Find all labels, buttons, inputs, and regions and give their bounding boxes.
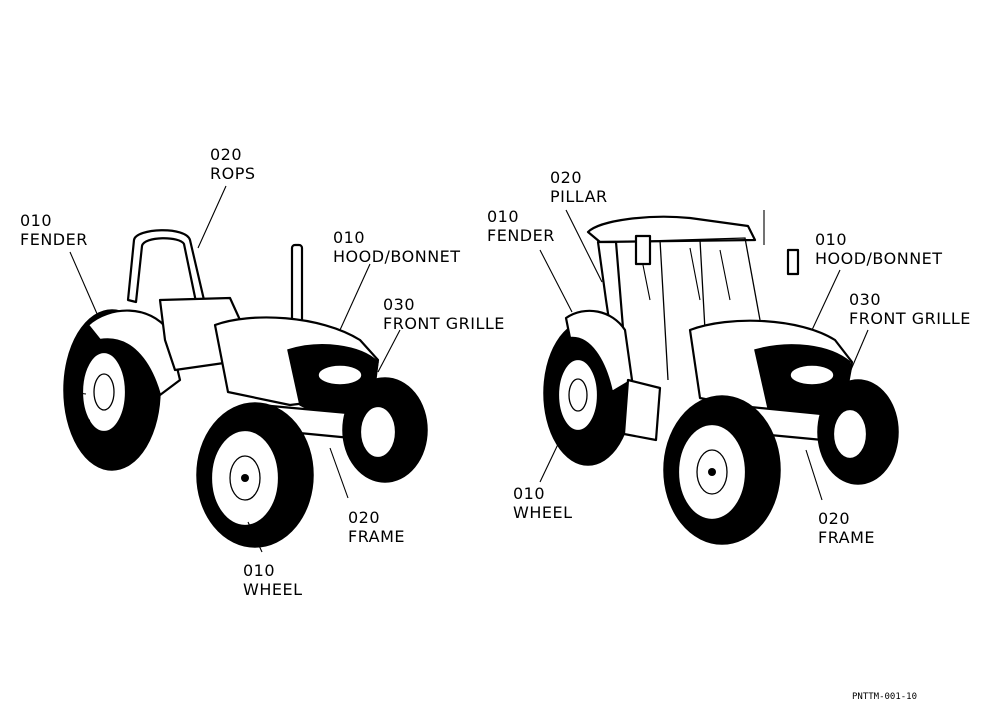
label-code: 020 bbox=[818, 509, 851, 528]
label-name: WHEEL bbox=[513, 503, 573, 522]
left-front-far-wheel bbox=[342, 377, 428, 483]
label-code: 010 bbox=[243, 561, 276, 580]
right-front-far-wheel bbox=[817, 379, 899, 485]
label-name: WHEEL bbox=[243, 580, 303, 599]
left-exhaust bbox=[290, 243, 304, 325]
label-name: HOOD/BONNET bbox=[815, 249, 943, 268]
label-code: 010 bbox=[487, 207, 520, 226]
figure-code: PNTTM-001-10 bbox=[852, 692, 918, 702]
label-right-pillar: 020 PILLAR bbox=[550, 168, 608, 206]
label-left-fender: 010 FENDER bbox=[20, 211, 88, 249]
label-right-fender: 010 FENDER bbox=[487, 207, 555, 245]
label-name: FENDER bbox=[487, 226, 555, 245]
label-code: 020 bbox=[550, 168, 583, 187]
label-name: FRAME bbox=[348, 527, 406, 546]
label-name: FRONT GRILLE bbox=[383, 314, 505, 333]
label-name: PILLAR bbox=[550, 187, 608, 206]
label-right-hood: 010 HOOD/BONNET bbox=[815, 230, 943, 268]
label-right-wheel: 010 WHEEL bbox=[513, 484, 572, 522]
label-name: ROPS bbox=[210, 164, 256, 183]
label-name: FENDER bbox=[20, 230, 88, 249]
left-fender-shape bbox=[86, 309, 182, 397]
left-rops-shape bbox=[126, 229, 206, 304]
left-tractor-drawing bbox=[63, 185, 428, 553]
label-code: 020 bbox=[348, 508, 381, 527]
label-code: 010 bbox=[513, 484, 546, 503]
label-code: 010 bbox=[815, 230, 848, 249]
label-left-wheel: 010 WHEEL bbox=[243, 561, 302, 599]
label-code: 030 bbox=[849, 290, 882, 309]
right-fender-shape bbox=[564, 309, 634, 394]
label-left-grille: 030 FRONT GRILLE bbox=[383, 295, 505, 333]
left-front-wheel bbox=[196, 402, 314, 548]
label-left-hood: 010 HOOD/BONNET bbox=[333, 228, 461, 266]
label-code: 030 bbox=[383, 295, 416, 314]
label-code: 010 bbox=[20, 211, 53, 230]
label-left-rops: 020 ROPS bbox=[210, 145, 256, 183]
label-right-frame: 020 FRAME bbox=[818, 509, 875, 547]
label-name: FRAME bbox=[818, 528, 876, 547]
right-tractor-drawing bbox=[539, 209, 899, 545]
label-right-grille: 030 FRONT GRILLE bbox=[849, 290, 971, 328]
right-front-wheel bbox=[663, 395, 781, 545]
label-name: FRONT GRILLE bbox=[849, 309, 971, 328]
label-name: HOOD/BONNET bbox=[333, 247, 461, 266]
label-code: 010 bbox=[333, 228, 366, 247]
label-left-frame: 020 FRAME bbox=[348, 508, 405, 546]
label-code: 020 bbox=[210, 145, 243, 164]
right-cab-roof bbox=[586, 215, 757, 244]
